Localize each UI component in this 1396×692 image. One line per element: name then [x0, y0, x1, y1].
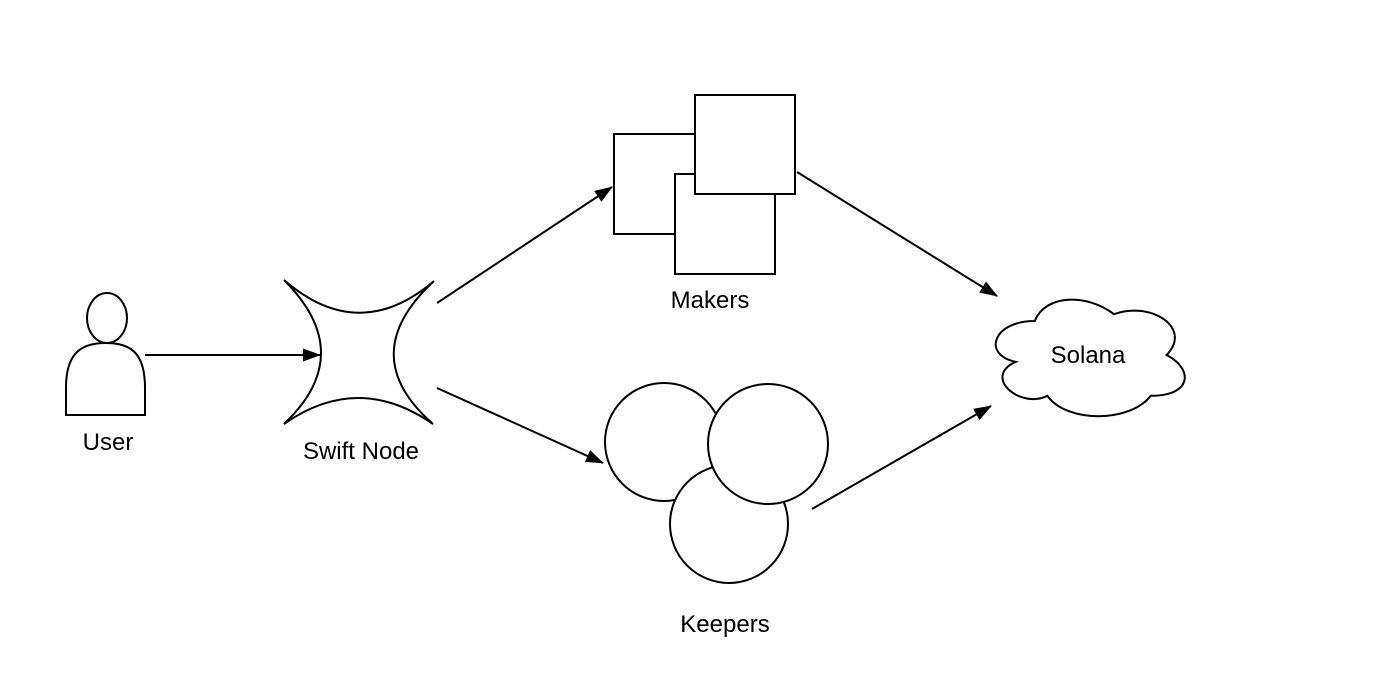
edge-swift-node-to-makers: [436, 186, 613, 304]
swift-node: Swift Node: [283, 279, 435, 465]
solana-node: Solana: [994, 298, 1186, 418]
edge-keepers-to-solana: [811, 405, 992, 510]
user-label: User: [83, 429, 134, 456]
makers-node: Makers: [613, 94, 796, 314]
keepers-circle-front: [707, 383, 829, 505]
keepers-label: Keepers: [680, 611, 769, 638]
edges-layer: [145, 171, 998, 510]
user-head-icon: [86, 292, 128, 344]
edge-makers-to-solana: [796, 171, 998, 297]
solana-label: Solana: [1051, 342, 1126, 369]
keepers-node: Keepers: [604, 382, 829, 638]
swift-node-label: Swift Node: [303, 438, 419, 465]
edge-swift-node-to-keepers: [436, 387, 604, 464]
four-point-star-icon: [283, 279, 435, 425]
user-body-icon: [65, 341, 146, 416]
makers-square-front: [694, 94, 796, 195]
makers-label: Makers: [671, 287, 750, 314]
user-node: User: [65, 292, 146, 456]
cloud-icon: [994, 298, 1186, 418]
